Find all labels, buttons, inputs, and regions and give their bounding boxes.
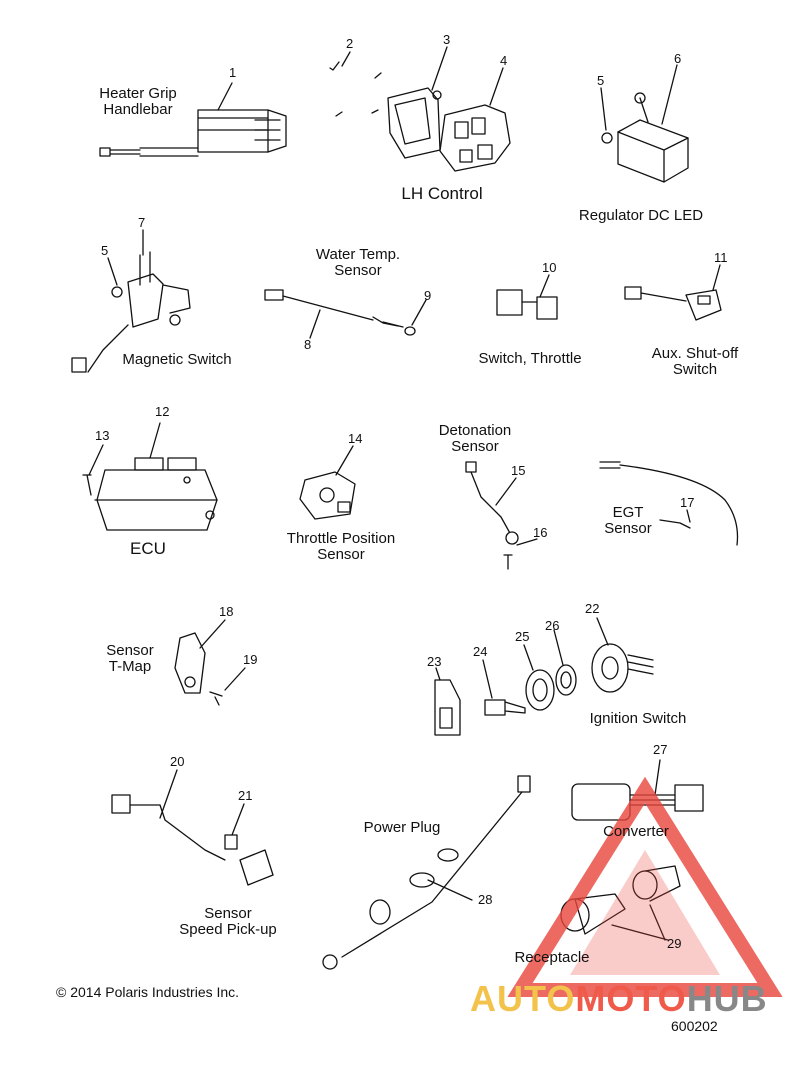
label-aux-shutoff-line1: Aux. Shut-off	[651, 345, 739, 362]
callout-8: 8	[304, 337, 312, 352]
label-converter: Converter	[603, 823, 669, 840]
label-ignition-switch: Ignition Switch	[589, 710, 687, 727]
callout-16: 16	[533, 525, 548, 540]
label-water-temp-line2: Sensor	[334, 262, 382, 279]
tmap-sensor-drawing	[174, 619, 246, 706]
callout-12: 12	[155, 404, 170, 419]
callout-25: 25	[515, 629, 530, 644]
label-detonation-line1: Detonation	[438, 422, 512, 439]
label-egt: EGT Sensor	[598, 505, 658, 537]
screws-drawing	[329, 51, 382, 117]
label-tmap-line2: T-Map	[108, 658, 152, 675]
watermark-triangle	[507, 776, 783, 997]
callout-17: 17	[680, 495, 695, 510]
label-lh-control: LH Control	[401, 184, 483, 203]
callout-18: 18	[219, 604, 234, 619]
callout-22: 22	[585, 601, 600, 616]
callout-29: 29	[667, 936, 682, 951]
label-tps-line1: Throttle Position	[286, 530, 396, 547]
label-speed-pickup-line2: Speed Pick-up	[179, 921, 277, 938]
callout-3: 3	[443, 32, 451, 47]
callout-28: 28	[478, 892, 493, 907]
callout-11: 11	[714, 250, 728, 265]
callout-21: 21	[238, 788, 253, 803]
heater-grip-connector-drawing	[99, 82, 287, 157]
label-detonation-line2: Sensor	[451, 438, 499, 455]
lh-control-bracket-drawing	[387, 46, 448, 159]
callout-26: 26	[545, 618, 560, 633]
callout-27: 27	[653, 742, 668, 757]
ignition-switch-drawing	[434, 617, 654, 736]
ecu-drawing	[82, 422, 218, 531]
label-regulator: Regulator DC LED	[578, 207, 704, 224]
egt-sensor-drawing	[599, 461, 739, 546]
label-tps: Throttle Position Sensor	[276, 531, 406, 563]
copyright-text: © 2014 Polaris Industries Inc.	[56, 984, 240, 1000]
label-magnetic-switch: Magnetic Switch	[122, 351, 232, 368]
callout-20: 20	[170, 754, 185, 769]
label-aux-shutoff: Aux. Shut-off Switch	[640, 346, 750, 378]
label-detonation: Detonation Sensor	[430, 423, 520, 455]
diagram-code: 600202	[671, 1018, 718, 1034]
label-tps-line2: Sensor	[317, 546, 365, 563]
callout-10: 10	[542, 260, 557, 275]
tps-drawing	[299, 445, 356, 520]
label-ecu: ECU	[130, 539, 166, 558]
callout-9: 9	[424, 288, 432, 303]
label-power-plug: Power Plug	[363, 819, 441, 836]
aux-shutoff-switch-drawing	[624, 264, 722, 321]
switch-throttle-drawing	[496, 274, 558, 320]
callout-19: 19	[243, 652, 258, 667]
label-heater-grip-line2: Handlebar	[103, 101, 173, 118]
speed-pickup-drawing	[111, 769, 274, 886]
label-speed-pickup: Sensor Speed Pick-up	[170, 906, 286, 938]
label-switch-throttle: Switch, Throttle	[478, 350, 582, 367]
label-egt-line2: Sensor	[604, 520, 652, 537]
callout-4: 4	[500, 53, 508, 68]
callout-24: 24	[473, 644, 488, 659]
lh-control-switch-drawing	[439, 67, 511, 172]
watermark-text: AUTOMOTOHUB	[470, 978, 768, 1020]
watermark-part1: AUTO	[470, 978, 576, 1019]
callout-14: 14	[348, 431, 363, 446]
label-tmap-line1: Sensor	[106, 642, 154, 659]
label-aux-shutoff-line2: Switch	[672, 361, 718, 378]
callout-7: 7	[138, 215, 146, 230]
label-receptacle: Receptacle	[514, 949, 590, 966]
watermark-part2: MOTO	[575, 978, 687, 1019]
label-heater-grip: Heater Grip Handlebar	[92, 86, 184, 118]
callout-5a: 5	[597, 73, 605, 88]
label-egt-line1: EGT	[612, 504, 644, 521]
callout-1: 1	[229, 65, 237, 80]
label-tmap: Sensor T-Map	[100, 643, 160, 675]
callout-23: 23	[427, 654, 442, 669]
magnetic-switch-drawing	[71, 229, 191, 373]
watermark-part3: HUB	[686, 978, 768, 1019]
callout-13: 13	[95, 428, 110, 443]
callout-2: 2	[346, 36, 354, 51]
label-speed-pickup-line1: Sensor	[204, 905, 252, 922]
callout-5b: 5	[101, 243, 109, 258]
power-plug-drawing	[322, 775, 531, 970]
callout-6: 6	[674, 51, 682, 66]
water-temp-sensor-drawing	[264, 289, 427, 339]
label-water-temp-line1: Water Temp.	[315, 246, 401, 263]
detonation-sensor-drawing	[465, 461, 538, 570]
label-water-temp: Water Temp. Sensor	[303, 247, 413, 279]
callout-15: 15	[511, 463, 526, 478]
regulator-drawing	[600, 64, 689, 183]
label-heater-grip-line1: Heater Grip	[99, 85, 177, 102]
